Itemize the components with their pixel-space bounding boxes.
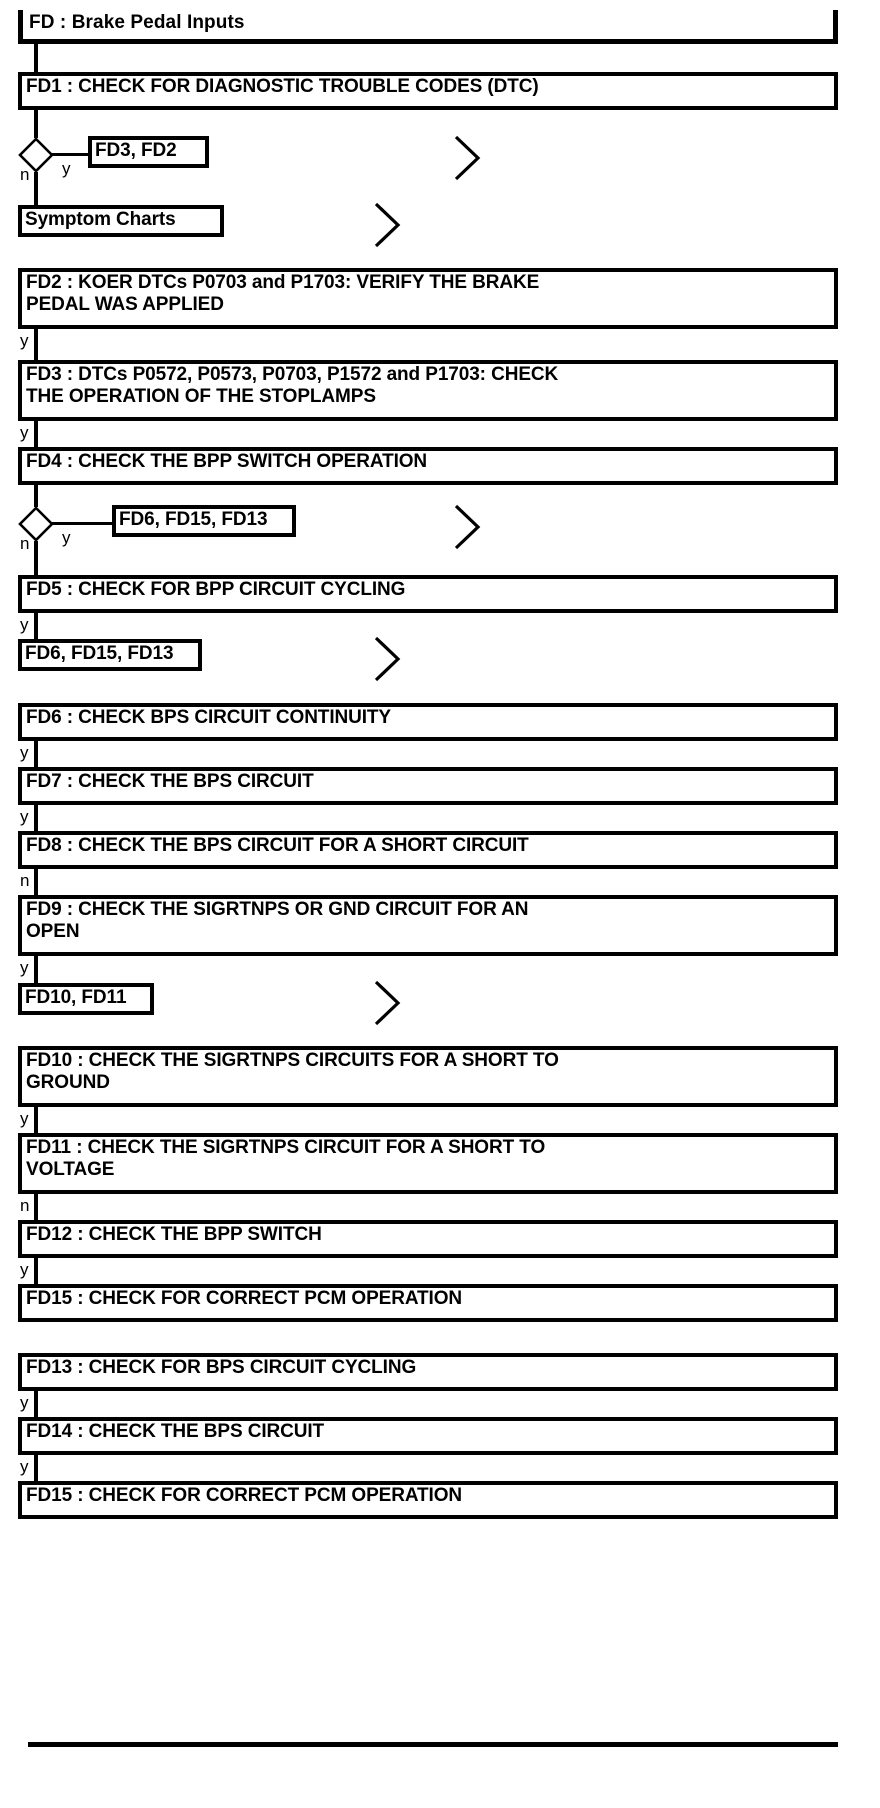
connector-fd3-to-fd4	[34, 421, 38, 448]
branch-label-fd12-yes: y	[20, 1260, 29, 1279]
step-label-fd1: FD1 : CHECK FOR DIAGNOSTIC TROUBLE CODES…	[26, 76, 539, 97]
step-box-fd3[interactable]: FD3 : DTCs P0572, P0573, P0703, P1572 an…	[18, 360, 838, 421]
branch-label-fd13-yes: y	[20, 1393, 29, 1412]
chevron-right-icon	[374, 202, 401, 248]
connector-fd10-to-fd11	[34, 1107, 38, 1134]
page-continuation-chevron-3	[450, 502, 484, 556]
branch-label-fd4-yes: y	[62, 528, 71, 547]
step-label-fd14: FD14 : CHECK THE BPS CIRCUIT	[26, 1421, 325, 1442]
branch-label-fd6-yes: y	[20, 743, 29, 762]
page-continuation-chevron-4	[370, 634, 404, 688]
page-continuation-chevron-1	[450, 133, 484, 187]
connector-fd5-to-ref	[34, 613, 38, 640]
chevron-right-icon	[374, 980, 401, 1026]
connector-decision1-yes	[52, 153, 90, 156]
page-continuation-chevron-2	[370, 200, 404, 254]
connector-fd6-to-fd7	[34, 741, 38, 768]
step-label-fd9: FD9 : CHECK THE SIGRTNPS OR GND CIRCUIT …	[26, 899, 529, 943]
step-box-fd15-b[interactable]: FD15 : CHECK FOR CORRECT PCM OPERATION	[18, 1481, 838, 1519]
step-box-fd15-a[interactable]: FD15 : CHECK FOR CORRECT PCM OPERATION	[18, 1284, 838, 1322]
branch-label-fd3-yes: y	[20, 423, 29, 442]
connector-fd14-to-fd15b	[34, 1455, 38, 1482]
step-label-fd15-a: FD15 : CHECK FOR CORRECT PCM OPERATION	[26, 1288, 463, 1309]
step-label-fd2: FD2 : KOER DTCs P0703 and P1703: VERIFY …	[26, 272, 540, 316]
step-label-fd6: FD6 : CHECK BPS CIRCUIT CONTINUITY	[26, 707, 391, 728]
step-box-fd11[interactable]: FD11 : CHECK THE SIGRTNPS CIRCUIT FOR A …	[18, 1133, 838, 1194]
branch-label-fd2-yes: y	[20, 331, 29, 350]
branch-label-fd7-yes: y	[20, 807, 29, 826]
connector-title-to-fd1	[34, 44, 38, 72]
connector-fd2-to-fd3	[34, 329, 38, 361]
connector-decision1-no	[34, 172, 38, 206]
step-box-fd9[interactable]: FD9 : CHECK THE SIGRTNPS OR GND CIRCUIT …	[18, 895, 838, 956]
step-label-fd3: FD3 : DTCs P0572, P0573, P0703, P1572 an…	[26, 364, 559, 408]
connector-fd7-to-fd8	[34, 805, 38, 832]
chart-title-bracket: FD : Brake Pedal Inputs	[18, 10, 838, 44]
connector-fd12-to-fd15a	[34, 1258, 38, 1285]
branch-label-fd8-no: n	[20, 871, 30, 890]
branch-label-fd10-yes: y	[20, 1109, 29, 1128]
branch-label-fd5-yes: y	[20, 615, 29, 634]
branch-label-fd11-no: n	[20, 1196, 30, 1215]
step-label-fd15-b: FD15 : CHECK FOR CORRECT PCM OPERATION	[26, 1485, 463, 1506]
step-label-fd12: FD12 : CHECK THE BPP SWITCH	[26, 1224, 322, 1245]
connector-fd9-to-ref	[34, 956, 38, 984]
step-label-fd8: FD8 : CHECK THE BPS CIRCUIT FOR A SHORT …	[26, 835, 529, 856]
page-continuation-chevron-5	[370, 978, 404, 1032]
step-box-fd12[interactable]: FD12 : CHECK THE BPP SWITCH	[18, 1220, 838, 1258]
page-title: FD : Brake Pedal Inputs	[29, 12, 245, 33]
step-label-fd10: FD10 : CHECK THE SIGRTNPS CIRCUITS FOR A…	[26, 1050, 559, 1094]
branch-label-fd14-yes: y	[20, 1457, 29, 1476]
chevron-right-icon	[374, 636, 401, 682]
ref-label-fd6-fd15-fd13-b: FD6, FD15, FD13	[25, 643, 174, 664]
decision-diamond-fd1[interactable]	[18, 137, 54, 173]
connector-fd13-to-fd14	[34, 1391, 38, 1418]
step-box-fd7[interactable]: FD7 : CHECK THE BPS CIRCUIT	[18, 767, 838, 805]
step-label-fd4: FD4 : CHECK THE BPP SWITCH OPERATION	[26, 451, 428, 472]
step-label-fd5: FD5 : CHECK FOR BPP CIRCUIT CYCLING	[26, 579, 406, 600]
ref-label-fd10-fd11: FD10, FD11	[25, 987, 127, 1008]
ref-label-symptom-charts: Symptom Charts	[25, 209, 176, 230]
chevron-right-icon	[454, 135, 481, 181]
ref-box-fd6-fd15-fd13-a[interactable]: FD6, FD15, FD13	[112, 505, 296, 537]
ref-box-fd10-fd11[interactable]: FD10, FD11	[18, 983, 154, 1015]
step-box-fd6[interactable]: FD6 : CHECK BPS CIRCUIT CONTINUITY	[18, 703, 838, 741]
chevron-right-icon	[454, 504, 481, 550]
diamond-icon	[18, 506, 54, 542]
branch-label-fd9-yes: y	[20, 958, 29, 977]
ref-box-fd6-fd15-fd13-b[interactable]: FD6, FD15, FD13	[18, 639, 202, 671]
diamond-icon	[18, 137, 54, 173]
step-box-fd2[interactable]: FD2 : KOER DTCs P0703 and P1703: VERIFY …	[18, 268, 838, 329]
connector-fd8-to-fd9	[34, 869, 38, 896]
step-box-fd13[interactable]: FD13 : CHECK FOR BPS CIRCUIT CYCLING	[18, 1353, 838, 1391]
connector-fd11-to-fd12	[34, 1194, 38, 1221]
connector-fd4-to-decision2	[34, 485, 38, 507]
step-box-fd4[interactable]: FD4 : CHECK THE BPP SWITCH OPERATION	[18, 447, 838, 485]
connector-fd1-to-decision1	[34, 110, 38, 138]
ref-box-fd3-fd2[interactable]: FD3, FD2	[88, 136, 209, 168]
branch-label-fd4-no: n	[20, 534, 30, 553]
branch-label-fd1-no: n	[20, 165, 30, 184]
ref-label-fd3-fd2: FD3, FD2	[95, 140, 177, 161]
step-label-fd7: FD7 : CHECK THE BPS CIRCUIT	[26, 771, 314, 792]
step-box-fd8[interactable]: FD8 : CHECK THE BPS CIRCUIT FOR A SHORT …	[18, 831, 838, 869]
connector-decision2-yes	[52, 522, 114, 525]
branch-label-fd1-yes: y	[62, 159, 71, 178]
step-box-fd14[interactable]: FD14 : CHECK THE BPS CIRCUIT	[18, 1417, 838, 1455]
step-box-fd10[interactable]: FD10 : CHECK THE SIGRTNPS CIRCUITS FOR A…	[18, 1046, 838, 1107]
step-label-fd13: FD13 : CHECK FOR BPS CIRCUIT CYCLING	[26, 1357, 417, 1378]
ref-box-symptom-charts[interactable]: Symptom Charts	[18, 205, 224, 237]
step-box-fd1[interactable]: FD1 : CHECK FOR DIAGNOSTIC TROUBLE CODES…	[18, 72, 838, 110]
ref-label-fd6-fd15-fd13-a: FD6, FD15, FD13	[119, 509, 268, 530]
step-label-fd11: FD11 : CHECK THE SIGRTNPS CIRCUIT FOR A …	[26, 1137, 546, 1181]
step-box-fd5[interactable]: FD5 : CHECK FOR BPP CIRCUIT CYCLING	[18, 575, 838, 613]
connector-decision2-no	[34, 541, 38, 576]
footer-rule-top	[28, 1742, 838, 1747]
decision-diamond-fd4[interactable]	[18, 506, 54, 542]
